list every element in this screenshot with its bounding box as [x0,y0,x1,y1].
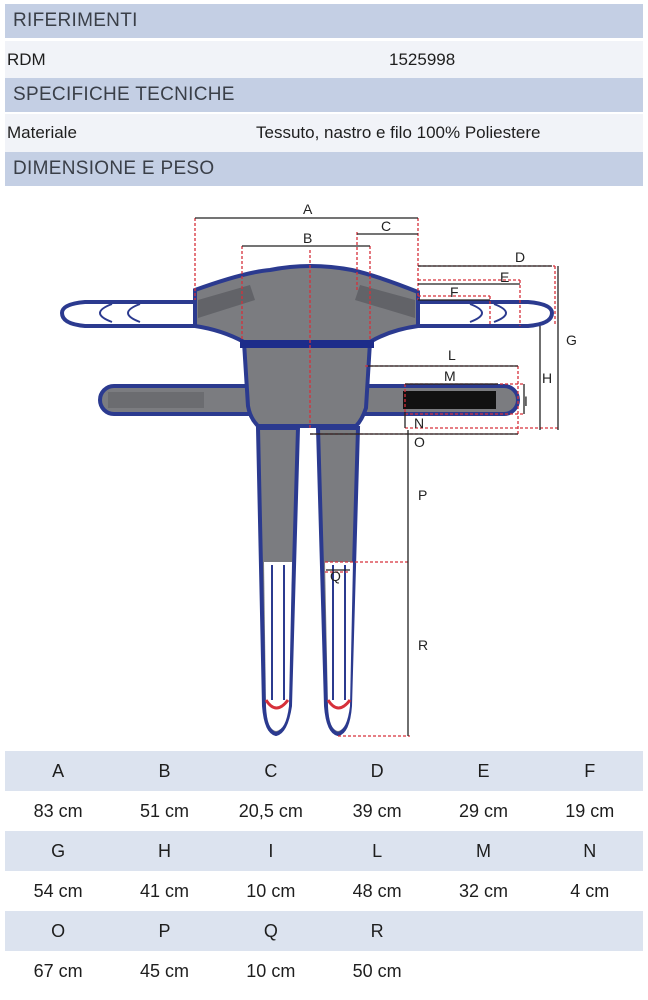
section-title: RIFERIMENTI [13,10,138,31]
dim-key: E [477,760,490,781]
left-strap-loop-1 [99,303,113,323]
sling-diagram-svg: A B C D E F G H I L M N O P Q R [59,201,577,737]
left-upper-strap [59,300,200,328]
dim-value: 67 cm [33,960,83,981]
left-strap-loop-2 [127,303,141,323]
left-leg-red [264,699,290,710]
dim-key: N [583,840,597,861]
table-row-values-3: 67 cm 45 cm 10 cm 50 cm [5,951,643,991]
dim-key: O [51,920,66,941]
sling-diagram: A B C D E F G H I L M N O P Q R [5,188,643,748]
dim-value: 19 cm [565,800,615,821]
dim-value: 41 cm [139,880,189,901]
dim-value: 4 cm [570,880,610,901]
label-R: R [418,637,428,653]
table-row-keys-1: A B C D E F [5,751,643,791]
left-leg-white [264,562,292,731]
label-O: O [414,434,425,450]
label-N: N [414,415,424,431]
table-row-keys-2: G H I L M N [5,831,643,871]
dim-key: D [370,760,384,781]
dim-key: L [372,840,383,861]
dimensions-table: A B C D E F 83 cm 51 cm 20,5 cm 39 cm 29… [5,751,643,991]
dim-value: 20,5 cm [238,800,303,821]
dim-key: M [475,840,491,861]
table-row-values-2: 54 cm 41 cm 10 cm 48 cm 32 cm 4 cm [5,871,643,911]
right-upper-strap [413,300,555,328]
label-C: C [381,218,391,234]
left-leg-inner [271,565,285,700]
dim-key: H [157,840,171,861]
table-row-values-1: 83 cm 51 cm 20,5 cm 39 cm 29 cm 19 cm [5,791,643,831]
rdm-value: 1525998 [389,50,456,69]
dim-value: 32 cm [458,880,508,901]
shoulder-pad-left [198,285,255,318]
dim-key: R [370,920,384,941]
label-G: G [566,332,577,348]
label-P: P [418,487,427,503]
label-M: M [444,368,456,384]
section-header-specifiche: SPECIFICHE TECNICHE [5,78,643,112]
right-leg-white [325,562,353,731]
row-rdm: RDM 1525998 [5,41,643,79]
row-materiale: Materiale Tessuto, nastro e filo 100% Po… [5,114,643,152]
right-leg-inner [332,565,346,700]
dim-value: 50 cm [352,960,402,981]
dim-value: 29 cm [458,800,508,821]
dim-key: A [52,760,65,781]
section-header-dimensioni: DIMENSIONE E PESO [5,152,643,186]
label-F: F [450,284,459,300]
dim-value: 45 cm [139,960,189,981]
dim-value: 10 cm [246,880,296,901]
dim-value: 54 cm [33,880,83,901]
label-I: I [524,393,528,409]
belt-velcro [403,391,496,409]
label-H: H [542,370,552,386]
diagram-label-group: A B C D E F G H I L M N O P Q R [303,201,577,653]
body-band [240,340,374,348]
dim-value: 10 cm [246,960,296,981]
dim-key: G [51,840,66,861]
dim-key: C [264,760,278,781]
dim-key: F [584,760,596,781]
right-strap-loop-2 [469,303,483,323]
belt-pad-left [108,392,204,408]
label-Q: Q [330,568,341,584]
materiale-value: Tessuto, nastro e filo 100% Poliestere [256,123,541,142]
label-A: A [303,201,313,217]
dim-key: B [158,760,171,781]
section-title: DIMENSIONE E PESO [13,158,215,179]
dim-key: I [268,840,274,861]
label-D: D [515,249,525,265]
dimension-lines [195,217,559,736]
right-leg-red [326,699,352,710]
table-row-keys-3: O P Q R [5,911,643,951]
dim-value: 48 cm [352,880,402,901]
rdm-label: RDM [7,50,46,69]
section-title: SPECIFICHE TECNICHE [13,84,235,105]
materiale-label: Materiale [7,123,77,142]
right-strap-loop-1 [493,303,507,323]
label-L: L [448,347,456,363]
label-B: B [303,230,312,246]
dim-key: P [158,920,171,941]
dim-value: 39 cm [352,800,402,821]
dim-key: Q [263,920,278,941]
label-E: E [500,269,509,285]
dim-value: 51 cm [139,800,189,821]
dim-value: 83 cm [33,800,83,821]
section-header-riferimenti: RIFERIMENTI [5,4,643,38]
